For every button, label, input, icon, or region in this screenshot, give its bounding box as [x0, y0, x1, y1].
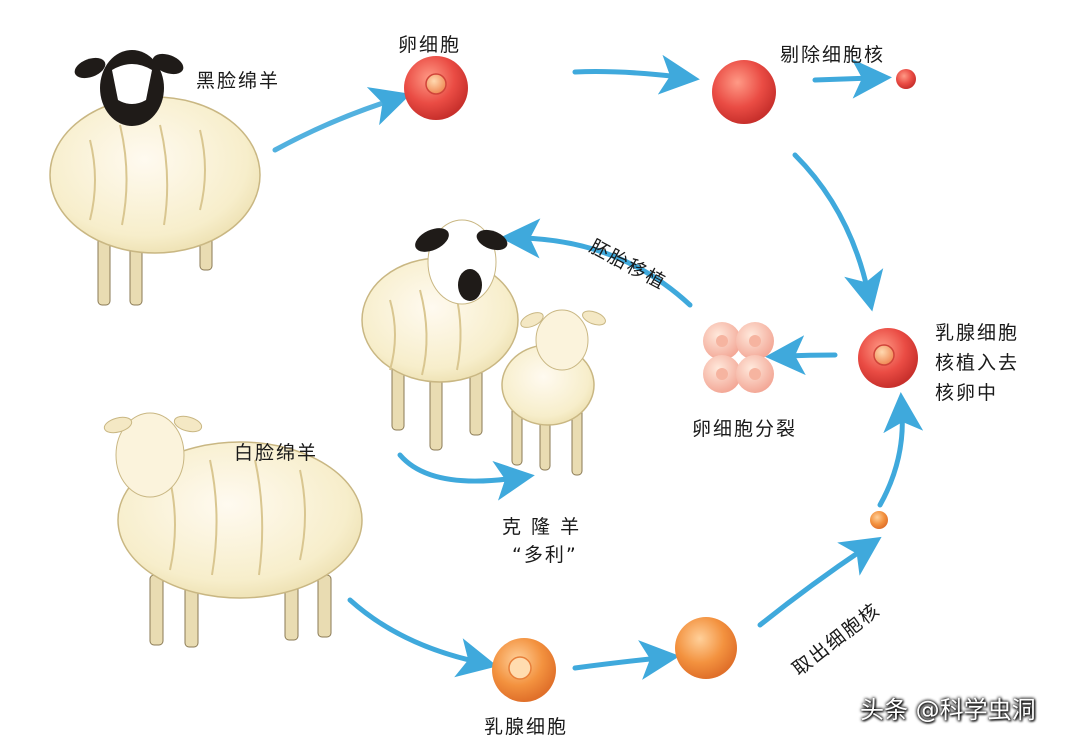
label-egg-cell: 卵细胞: [398, 34, 462, 56]
label-nucleus-implant-line1: 乳腺细胞: [935, 322, 1020, 344]
arrow-to-small-nucleus: [757, 536, 882, 628]
removed-nucleus: [896, 69, 916, 89]
arrow-to-division: [765, 335, 838, 376]
reconstructed-egg: [858, 328, 918, 388]
enucleated-egg: [712, 60, 776, 124]
dividing-egg: [703, 322, 774, 393]
label-nucleus-implant: 乳腺细胞 核植入去 核卵中: [935, 318, 1019, 408]
label-egg-division: 卵细胞分裂: [692, 418, 798, 440]
watermark: 头条 @科学虫洞: [860, 696, 1036, 724]
arrow-embryo-transfer: [500, 218, 693, 308]
black-face-sheep: [49, 50, 261, 306]
label-black-face-sheep: 黑脸绵羊: [196, 70, 281, 92]
arrow-sheep-to-mammary: [347, 597, 498, 678]
arrows: [272, 54, 924, 680]
label-clone-sheep: 克 隆 羊: [502, 516, 582, 538]
clone-sheep-lamb: [501, 309, 606, 476]
label-remove-nucleus: 剔除细胞核: [780, 44, 886, 66]
extracted-nucleus: [870, 511, 888, 529]
label-nucleus-implant-line3: 核卵中: [935, 382, 999, 404]
arrow-sheep-to-egg: [272, 87, 412, 153]
clone-sheep-adult: [361, 219, 519, 451]
arrow-mammary-to-orange: [572, 640, 680, 680]
arrow-up-right: [877, 392, 924, 508]
arrow-enucleate-to-small: [812, 58, 892, 99]
white-face-sheep: [103, 412, 363, 648]
egg-cell: [404, 56, 468, 120]
label-white-face-sheep: 白脸绵羊: [234, 442, 319, 464]
label-mammary-cell: 乳腺细胞: [484, 716, 569, 738]
label-dolly: “多利”: [512, 544, 578, 566]
arrow-egg-to-enucleate: [572, 54, 700, 95]
enucleated-mammary: [675, 617, 737, 679]
label-nucleus-implant-line2: 核植入去: [935, 352, 1020, 374]
mammary-cell: [492, 638, 556, 702]
arrow-down-right: [792, 152, 884, 312]
arrow-under-clone: [397, 452, 535, 501]
